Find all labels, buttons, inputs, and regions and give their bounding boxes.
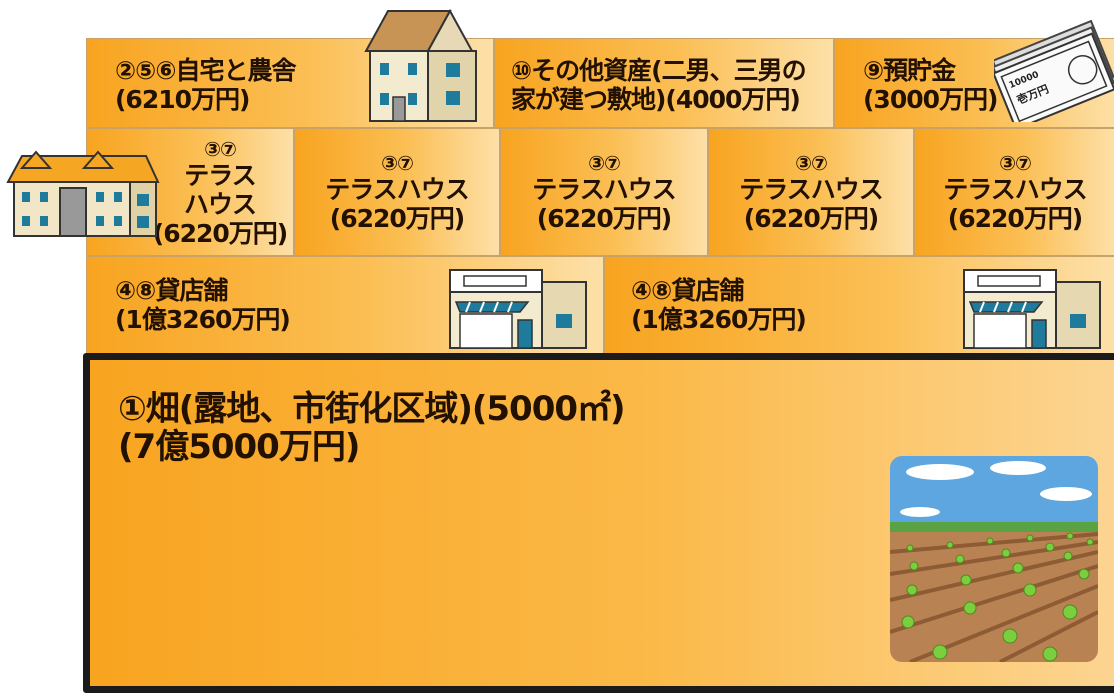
terrace-house-label: テラスハウス [739,175,884,204]
apartment-icon [6,150,160,237]
terrace-house-label: ハウス [183,190,257,219]
terrace-house-price: (6220万円) [329,204,465,233]
terrace-house-cell-4: ③⑦ テラスハウス (6220万円) [708,128,914,256]
terrace-house-label: テラスハウス [325,175,470,204]
rental-shop-price: (1億3260万円) [115,305,291,334]
home-title: ②⑤⑥自宅と農舎 [115,56,297,85]
other-assets-price: 家が建つ敷地)(4000万円) [511,85,801,114]
terrace-house-cell-5: ③⑦ テラスハウス (6220万円) [914,128,1114,256]
terrace-house-label: テラス [184,161,257,190]
terrace-house-price: (6220万円) [536,204,672,233]
field-price: (7億5000万円) [118,427,360,467]
terrace-house-cell-2: ③⑦ テラスハウス (6220万円) [294,128,500,256]
rental-shop-title: ④⑧貸店舗 [115,276,228,305]
rental-shop-title: ④⑧貸店舗 [631,276,744,305]
terrace-house-price: (6220万円) [152,219,288,248]
shop-icon [449,269,587,349]
farm-field-icon [890,456,1098,662]
terrace-house-number: ③⑦ [204,137,237,161]
terrace-house-price: (6220万円) [947,204,1083,233]
terrace-house-number: ③⑦ [381,151,414,175]
terrace-house-label: テラスハウス [943,175,1088,204]
terrace-house-number: ③⑦ [999,151,1032,175]
terrace-house-number: ③⑦ [588,151,621,175]
house-icon [364,8,477,122]
rental-shop-price: (1億3260万円) [631,305,807,334]
shop-icon [963,269,1101,349]
banknote-icon: 10000 壱万円 [994,19,1114,122]
terrace-house-cell-3: ③⑦ テラスハウス (6220万円) [500,128,708,256]
field-title: ①畑(露地、市街化区域)(5000㎡) [118,389,626,429]
deposits-price: (3000万円) [863,85,998,114]
terrace-house-number: ③⑦ [795,151,828,175]
terrace-house-label: テラスハウス [532,175,677,204]
home-price: (6210万円) [115,85,250,114]
other-assets-title: ⑩その他資産(二男、三男の [511,56,807,85]
terrace-house-price: (6220万円) [743,204,879,233]
other-assets-cell: ⑩その他資産(二男、三男の 家が建つ敷地)(4000万円) [494,38,834,128]
deposits-title: ⑨預貯金 [863,56,956,85]
